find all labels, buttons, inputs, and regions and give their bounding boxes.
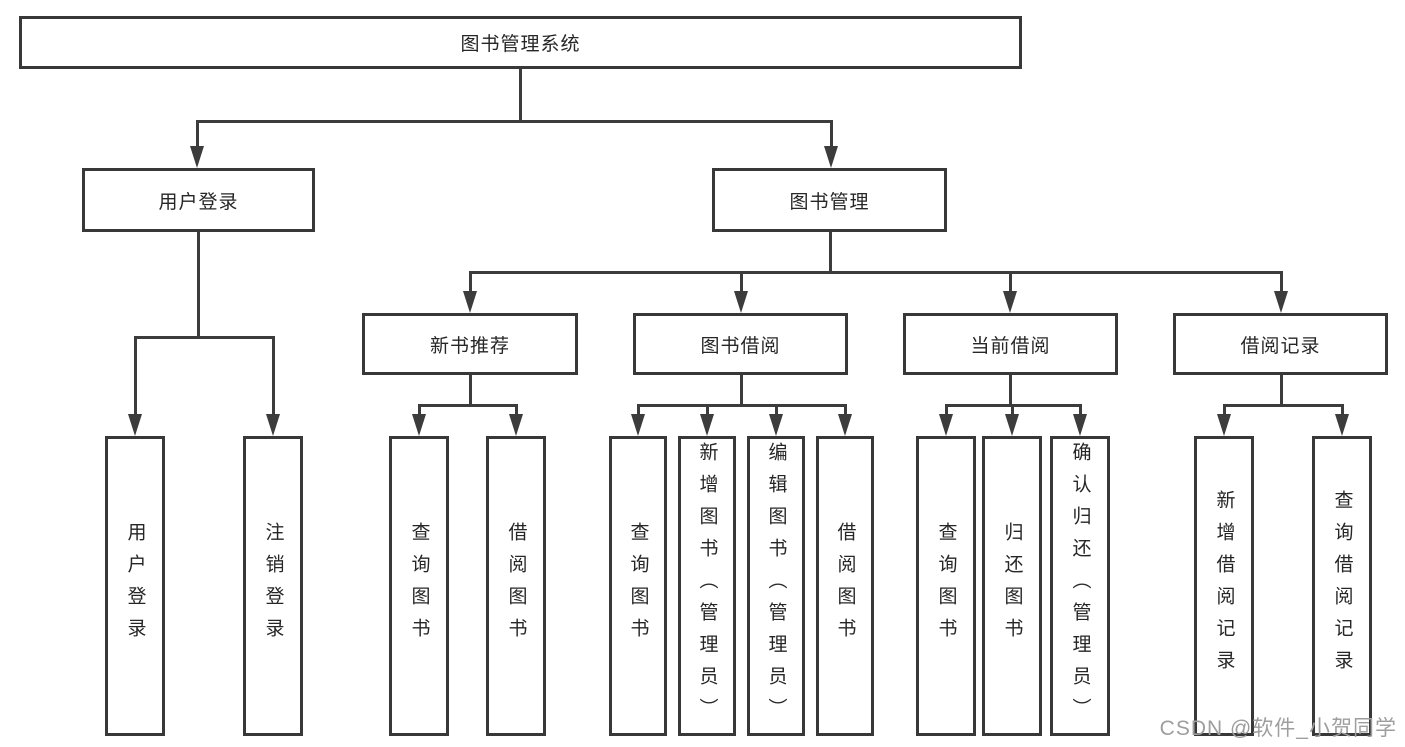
node-label: 确认归还（管理员）: [1069, 442, 1091, 730]
edge-drop-new-book: [469, 271, 472, 295]
edge-drop-leaf: [272, 336, 275, 416]
arrow-down-icon: [700, 414, 714, 436]
edge-drop-leaf: [1011, 404, 1014, 416]
arrow-down-icon: [824, 146, 838, 168]
leaf-confirm-return-admin: 确认归还（管理员）: [1050, 436, 1110, 736]
edge-drop-leaf: [1223, 404, 1226, 416]
node-label: 借阅图书: [834, 522, 856, 650]
arrow-down-icon: [1005, 414, 1019, 436]
edge-drop-records: [1280, 271, 1283, 295]
edge-drop-book-mgmt: [830, 120, 833, 150]
leaf-query-books: 查询图书: [389, 436, 449, 736]
edge-drop-leaf: [637, 404, 640, 416]
node-label: 注销登录: [262, 522, 284, 650]
node-label: 用户登录: [158, 191, 239, 213]
leaf-logout: 注销登录: [243, 436, 303, 736]
node-user-login: 用户登录: [82, 168, 315, 232]
arrow-down-icon: [1335, 414, 1349, 436]
leaf-add-borrow-record: 新增借阅记录: [1194, 436, 1254, 736]
node-label: 查询图书: [408, 522, 430, 650]
leaf-user-login: 用户登录: [105, 436, 165, 736]
node-label: 新书推荐: [429, 335, 510, 357]
arrow-down-icon: [769, 414, 783, 436]
node-label: 图书管理: [789, 191, 870, 213]
edge-borrow-stem: [740, 375, 743, 407]
edge-current-stem: [1009, 375, 1012, 407]
edge-drop-borrow: [740, 271, 743, 295]
arrow-down-icon: [509, 414, 523, 436]
leaf-return-books: 归还图书: [982, 436, 1042, 736]
edge-user-login-branch: [134, 336, 275, 339]
edge-drop-leaf: [1079, 404, 1082, 416]
edge-book-mgmt-branch: [469, 271, 1282, 274]
leaf-borrow-books: 借阅图书: [486, 436, 546, 736]
edge-drop-leaf: [515, 404, 518, 416]
edge-records-branch: [1223, 404, 1344, 407]
edge-drop-leaf: [134, 336, 137, 416]
node-label: 借阅图书: [505, 522, 527, 650]
node-book-borrow: 图书借阅: [633, 313, 848, 375]
edge-root-branch: [196, 120, 833, 123]
edge-new-book-branch: [418, 404, 518, 407]
edge-drop-current: [1009, 271, 1012, 295]
arrow-down-icon: [463, 291, 477, 313]
node-label: 查询图书: [935, 522, 957, 650]
edge-root-stem: [519, 69, 522, 121]
arrow-down-icon: [128, 414, 142, 436]
node-label: 新增借阅记录: [1213, 490, 1235, 682]
node-borrow-records: 借阅记录: [1173, 313, 1388, 375]
edge-records-stem: [1280, 375, 1283, 407]
edge-drop-leaf: [1341, 404, 1344, 416]
node-label: 当前借阅: [970, 335, 1051, 357]
edge-drop-leaf: [775, 404, 778, 416]
node-current-borrow: 当前借阅: [903, 313, 1118, 375]
arrow-down-icon: [1003, 291, 1017, 313]
arrow-down-icon: [412, 414, 426, 436]
leaf-query-books: 查询图书: [916, 436, 976, 736]
node-label: 归还图书: [1001, 522, 1023, 650]
csdn-watermark: CSDN @软件_小贺同学: [1159, 717, 1397, 740]
node-library-system: 图书管理系统: [19, 16, 1022, 69]
edge-book-mgmt-stem: [829, 232, 832, 274]
leaf-add-books-admin: 新增图书（管理员）: [678, 436, 736, 736]
leaf-query-borrow-record: 查询借阅记录: [1312, 436, 1372, 736]
node-label: 查询图书: [627, 522, 649, 650]
node-label: 新增图书（管理员）: [696, 442, 718, 730]
node-label: 借阅记录: [1240, 335, 1321, 357]
edge-drop-leaf: [844, 404, 847, 416]
node-label: 图书借阅: [700, 335, 781, 357]
arrow-down-icon: [734, 291, 748, 313]
arrow-down-icon: [1073, 414, 1087, 436]
arrow-down-icon: [1274, 291, 1288, 313]
node-label: 图书管理系统: [460, 34, 581, 55]
leaf-borrow-books: 借阅图书: [816, 436, 874, 736]
arrow-down-icon: [939, 414, 953, 436]
edge-user-login-stem: [197, 232, 200, 338]
arrow-down-icon: [190, 146, 204, 168]
leaf-edit-books-admin: 编辑图书（管理员）: [747, 436, 805, 736]
arrow-down-icon: [838, 414, 852, 436]
edge-drop-leaf: [418, 404, 421, 416]
arrow-down-icon: [631, 414, 645, 436]
edge-new-book-stem: [469, 375, 472, 407]
node-book-management: 图书管理: [712, 168, 947, 232]
arrow-down-icon: [1217, 414, 1231, 436]
edge-borrow-branch: [637, 404, 847, 407]
arrow-down-icon: [266, 414, 280, 436]
node-label: 查询借阅记录: [1331, 490, 1353, 682]
edge-drop-leaf: [945, 404, 948, 416]
node-label: 编辑图书（管理员）: [765, 442, 787, 730]
edge-drop-user-login: [196, 120, 199, 150]
leaf-query-books: 查询图书: [609, 436, 667, 736]
node-new-book-recommend: 新书推荐: [362, 313, 578, 375]
edge-drop-leaf: [706, 404, 709, 416]
node-label: 用户登录: [124, 522, 146, 650]
